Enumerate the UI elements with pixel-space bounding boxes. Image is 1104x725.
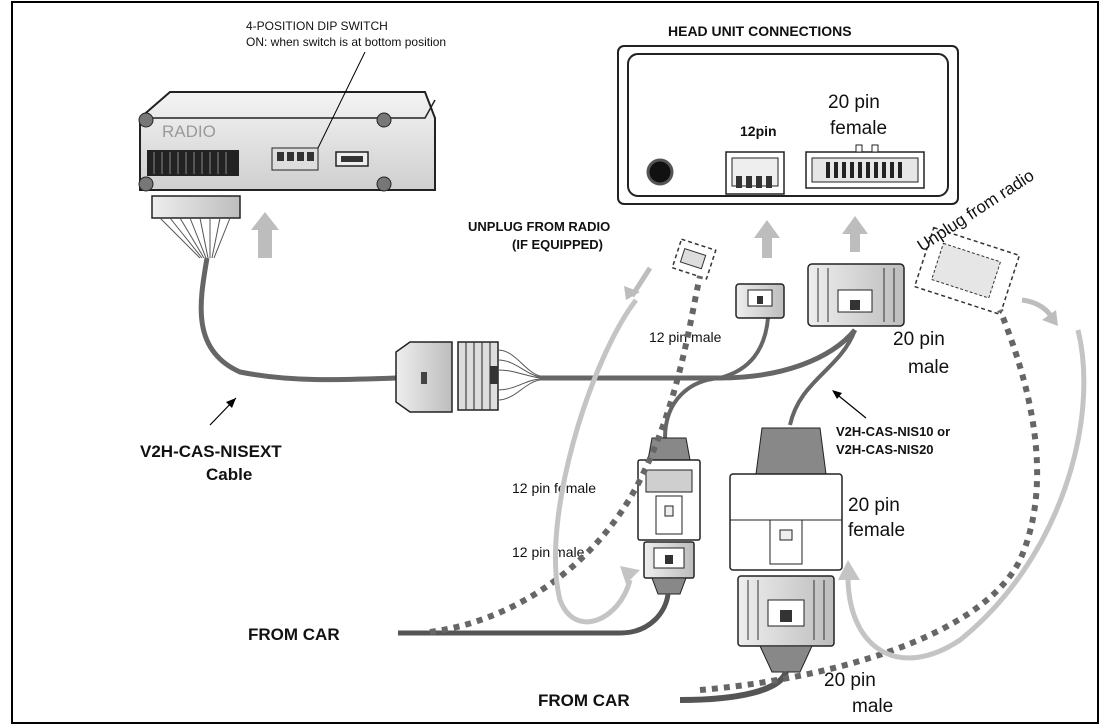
pin20-male-top-label: 20 pin bbox=[893, 329, 945, 350]
pin12-male-bottom-label: 12 pin male bbox=[512, 544, 585, 560]
unplug-small-connector bbox=[671, 238, 717, 280]
harness-name-sub: V2H-CAS-NIS20 bbox=[836, 442, 934, 457]
unplug-radio-label: UNPLUG FROM RADIO bbox=[468, 219, 610, 234]
head-unit-title: HEAD UNIT CONNECTIONS bbox=[668, 23, 852, 39]
pin20-male-top-sub: male bbox=[908, 357, 949, 378]
radio-socket bbox=[147, 150, 239, 176]
plug-12pin-male-top bbox=[735, 283, 785, 319]
head-unit-panel: 12pin 20 pin female bbox=[617, 45, 959, 205]
pin20-male-bottom-sub: male bbox=[852, 696, 893, 717]
from-car-label-2: FROM CAR bbox=[538, 691, 630, 710]
dashed-route-12pin bbox=[429, 275, 703, 635]
plug-20pin-male-bottom bbox=[737, 575, 835, 673]
inline-connector bbox=[395, 341, 541, 413]
cable-name: V2H-CAS-NISEXT bbox=[140, 442, 282, 461]
pin20-female-label: 20 pin bbox=[848, 495, 900, 516]
head-unit-20pin-label: 20 pin bbox=[828, 92, 880, 113]
arrow-up-icon bbox=[754, 220, 780, 258]
harness-trunk bbox=[540, 328, 857, 381]
arrow-up-icon bbox=[842, 216, 868, 252]
from-car-label-1: FROM CAR bbox=[248, 625, 340, 644]
radio-unit: RADIO bbox=[138, 91, 436, 192]
head-unit-12pin-label: 12pin bbox=[740, 123, 777, 139]
plug-20pin-female bbox=[729, 427, 843, 571]
pin12-female-label: 12 pin female bbox=[512, 480, 596, 496]
route-arrow-12pin bbox=[552, 298, 638, 625]
dashed-route-20pin bbox=[699, 308, 1041, 693]
pin20-male-bottom-label: 20 pin bbox=[824, 670, 876, 691]
cable-name-sub: Cable bbox=[206, 465, 252, 484]
unplug-large-connector bbox=[913, 226, 1021, 316]
radio-plug bbox=[151, 195, 241, 259]
dip-switch-title: 4-POSITION DIP SWITCH bbox=[246, 19, 388, 33]
arrow-up-icon bbox=[251, 212, 279, 258]
route-arrow-20pin bbox=[845, 329, 1087, 661]
car-cable-20pin bbox=[679, 670, 789, 703]
nisext-cable bbox=[198, 257, 397, 383]
dip-switch-note: ON: when switch is at bottom position bbox=[246, 35, 446, 49]
car-cable-12pin bbox=[398, 593, 671, 636]
head-unit-jack bbox=[646, 158, 674, 186]
pin20-female-sub: female bbox=[848, 520, 905, 541]
plug-12pin-female bbox=[637, 437, 701, 541]
radio-label: RADIO bbox=[162, 122, 216, 141]
plug-20pin-male-top bbox=[807, 263, 905, 327]
head-unit-20pin-sub: female bbox=[830, 118, 887, 139]
plug-12pin-male-bottom bbox=[643, 541, 695, 595]
harness-name: V2H-CAS-NIS10 or bbox=[836, 424, 950, 439]
unplug-radio-sub: (IF EQUIPPED) bbox=[512, 237, 603, 252]
